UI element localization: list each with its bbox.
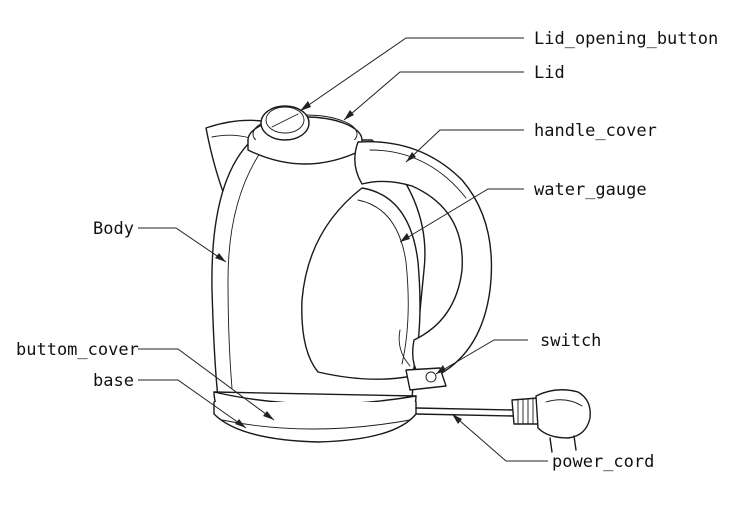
- leader-switch: [435, 339, 528, 375]
- leader-power-cord: [451, 413, 548, 462]
- leader-body: [138, 227, 227, 263]
- leader-lid: [343, 71, 524, 121]
- label-body: Body: [93, 219, 134, 239]
- label-lid-opening-button: Lid_opening_button: [534, 29, 718, 49]
- leader-handle-cover: [405, 129, 524, 163]
- leader-base: [138, 379, 247, 429]
- label-switch: switch: [540, 331, 601, 351]
- power-cord: [415, 389, 591, 453]
- leader-buttom-cover: [138, 348, 275, 421]
- kettle-lid: [247, 105, 363, 165]
- label-power-cord: power_cord: [552, 452, 654, 472]
- label-handle-cover: handle_cover: [534, 121, 657, 141]
- leader-lid-opening-button: [299, 37, 524, 112]
- kettle-base: [213, 391, 417, 443]
- label-lid: Lid: [534, 63, 565, 83]
- label-water-gauge: water_gauge: [534, 180, 647, 200]
- label-base: base: [93, 371, 134, 391]
- leader-water-gauge: [399, 188, 524, 243]
- kettle-handle: [354, 140, 493, 375]
- label-buttom-cover: buttom_cover: [16, 340, 139, 360]
